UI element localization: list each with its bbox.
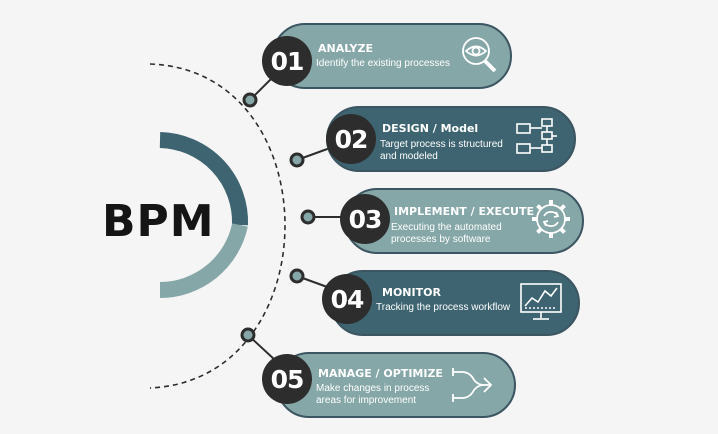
- step-03-description: Executing the automated processes by sof…: [391, 222, 502, 245]
- step-04-title: MONITOR: [382, 286, 441, 299]
- monitor-chart-icon: [518, 278, 564, 324]
- step-02-title: DESIGN / Model: [382, 122, 479, 135]
- step-05-badge: 05: [262, 354, 312, 404]
- gear-cycle-icon: [528, 196, 574, 242]
- bpm-title: BPM: [102, 196, 215, 247]
- step-04-description: Tracking the process workflow: [376, 302, 511, 313]
- step-05-title: MANAGE / OPTIMIZE: [318, 367, 443, 380]
- node-02: [289, 152, 305, 168]
- node-05: [240, 327, 256, 343]
- step-05-description: Make changes in process areas for improv…: [316, 383, 430, 406]
- step-01-badge: 01: [262, 36, 312, 86]
- step-02-description: Target process is structured and modeled: [380, 139, 503, 162]
- node-04: [289, 268, 305, 284]
- step-01-title: ANALYZE: [318, 42, 373, 55]
- step-01-description: Identify the existing processes: [316, 58, 450, 69]
- flowchart-icon: [514, 116, 560, 162]
- node-03: [300, 209, 316, 225]
- step-01-card: [272, 23, 512, 89]
- step-05-card: [276, 352, 516, 418]
- magnifier-eye-icon: [456, 32, 502, 78]
- dashed-arc: [149, 63, 286, 389]
- step-03-title: IMPLEMENT / EXECUTE: [394, 205, 535, 218]
- node-01: [242, 92, 258, 108]
- step-03-badge: 03: [340, 194, 390, 244]
- step-02-badge: 02: [326, 114, 376, 164]
- bpm-ring-bottom: [159, 223, 248, 298]
- merge-arrows-icon: [450, 362, 496, 408]
- bpm-ring-top: [159, 132, 249, 226]
- step-04-badge: 04: [322, 274, 372, 324]
